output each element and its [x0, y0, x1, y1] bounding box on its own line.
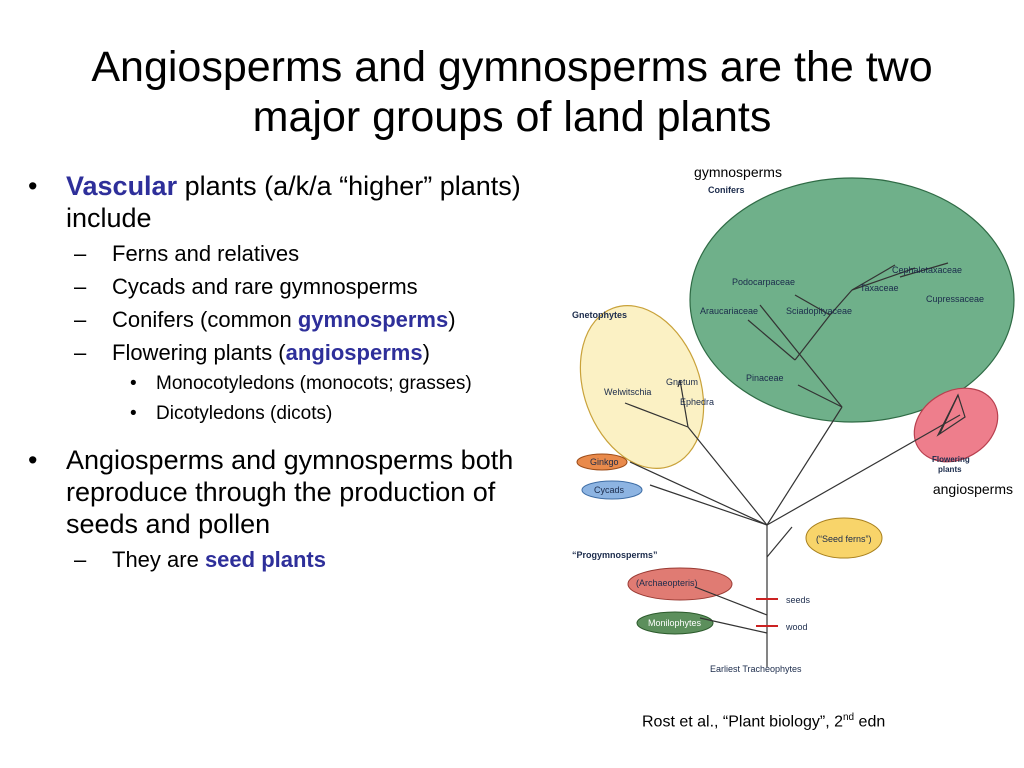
title-line-2: major groups of land plants	[252, 93, 772, 141]
cephalotaxaceae-label: Cephalotaxaceae	[892, 265, 962, 275]
slide-title: Angiosperms and gymnosperms are the two …	[40, 42, 984, 142]
dash-icon: –	[74, 307, 87, 332]
seed-ferns-clade	[805, 517, 883, 559]
seed-plants-highlight: seed plants	[204, 547, 326, 572]
araucariaceae-label: Araucariaceae	[700, 306, 758, 316]
podocarpaceae-label: Podocarpaceae	[732, 277, 795, 287]
sub-bullet-text: )	[448, 307, 456, 332]
conifers-clade	[689, 177, 1015, 423]
sub-bullet-text: Ferns and relatives	[112, 241, 300, 266]
citation-superscript: nd	[842, 712, 855, 723]
dash-icon: –	[74, 241, 87, 266]
sub-bullet-text: Conifers (common	[112, 307, 298, 332]
flowering-label-1: Flowering	[932, 455, 970, 464]
sub-bullet-ferns: – Ferns and relatives	[28, 240, 568, 267]
seed-ferns-label: (“Seed ferns”)	[816, 534, 872, 544]
sub-bullet-flowering: – Flowering plants (angiosperms)	[28, 339, 568, 366]
ephedra-label: Ephedra	[680, 397, 714, 407]
vascular-highlight: Vascular	[66, 171, 178, 201]
bullet-vascular: • Vascular plants (a/k/a “higher” plants…	[28, 170, 568, 234]
flowering-label-2: plants	[938, 465, 962, 474]
sub-bullet-text: Cycads and rare gymnosperms	[112, 274, 418, 299]
bullet-dot-icon: •	[28, 171, 38, 201]
taxaceae-label: Taxaceae	[860, 283, 899, 293]
ginkgo-label: Ginkgo	[590, 457, 619, 467]
earliest-tracheophytes-label: Earliest Tracheophytes	[710, 664, 802, 674]
angiosperms-label: angiosperms	[933, 481, 1013, 497]
title-line-1: Angiosperms and gymnosperms are the two	[91, 43, 933, 91]
flowering-branch-icon	[936, 393, 966, 437]
sub-bullet-conifers: – Conifers (common gymnosperms)	[28, 306, 568, 333]
sub-bullet-text: )	[422, 340, 430, 365]
monilophytes-label: Monilophytes	[648, 618, 702, 628]
sub-bullet-text: Flowering plants (	[112, 340, 286, 365]
monilophytes-clade	[636, 611, 714, 635]
seeds-label: seeds	[786, 595, 811, 605]
citation: Rost et al., “Plant biology”, 2nd edn	[642, 708, 885, 732]
dash-icon: –	[74, 547, 87, 572]
bullet-reproduction-text: Angiosperms and gymnosperms both reprodu…	[66, 445, 514, 539]
citation-text: Rost et al., “Plant biology”, 2	[642, 713, 843, 731]
archaeopteris-clade	[627, 567, 733, 601]
gnetophytes-clade	[579, 305, 705, 469]
welwitschia-label: Welwitschia	[604, 387, 651, 397]
sciadopityaceae-label: Sciadopityaceae	[786, 306, 852, 316]
bullet-vascular-text: plants (a/k/a “higher” plants) include	[66, 171, 521, 233]
tree-branches	[624, 262, 961, 667]
gnetophytes-label: Gnetophytes	[572, 310, 627, 320]
subsub-bullet-monocots: • Monocotyledons (monocots; grasses)	[28, 372, 568, 395]
subsub-bullet-text: Monocotyledons (monocots; grasses)	[156, 373, 472, 394]
cycads-label: Cycads	[594, 485, 625, 495]
gymnosperms-highlight: gymnosperms	[297, 307, 449, 332]
bullet-dot-icon: •	[130, 373, 137, 394]
bullet-dot-icon: •	[130, 403, 137, 424]
angiosperms-highlight: angiosperms	[285, 340, 423, 365]
sub-bullet-seed-plants: – They are seed plants	[28, 546, 568, 573]
progymnosperms-label: “Progymnosperms”	[572, 550, 658, 560]
bullet-list: • Vascular plants (a/k/a “higher” plants…	[28, 170, 568, 579]
archaeopteris-label: (Archaeopteris)	[636, 578, 698, 588]
sub-bullet-cycads: – Cycads and rare gymnosperms	[28, 273, 568, 300]
subsub-bullet-text: Dicotyledons (dicots)	[156, 403, 333, 424]
cupressaceae-label: Cupressaceae	[926, 294, 984, 304]
cycads-clade	[581, 480, 643, 500]
subsub-bullet-dicots: • Dicotyledons (dicots)	[28, 402, 568, 425]
dash-icon: –	[74, 340, 87, 365]
phylogeny-diagram: gymnosperms Conifers Gnetophytes Podocar…	[572, 164, 1015, 674]
conifers-label: Conifers	[708, 185, 745, 195]
flowering-plants-clade	[913, 387, 999, 463]
bullet-reproduction: • Angiosperms and gymnosperms both repro…	[28, 444, 568, 540]
gnetum-label: Gnetum	[666, 377, 698, 387]
pinaceae-label: Pinaceae	[746, 373, 784, 383]
wood-label: wood	[785, 622, 808, 632]
gymnosperms-label: gymnosperms	[694, 164, 782, 180]
ginkgo-clade	[576, 453, 628, 471]
dash-icon: –	[74, 274, 87, 299]
sub-bullet-text: They are	[112, 547, 205, 572]
bullet-dot-icon: •	[28, 445, 38, 475]
citation-end: edn	[854, 713, 886, 731]
